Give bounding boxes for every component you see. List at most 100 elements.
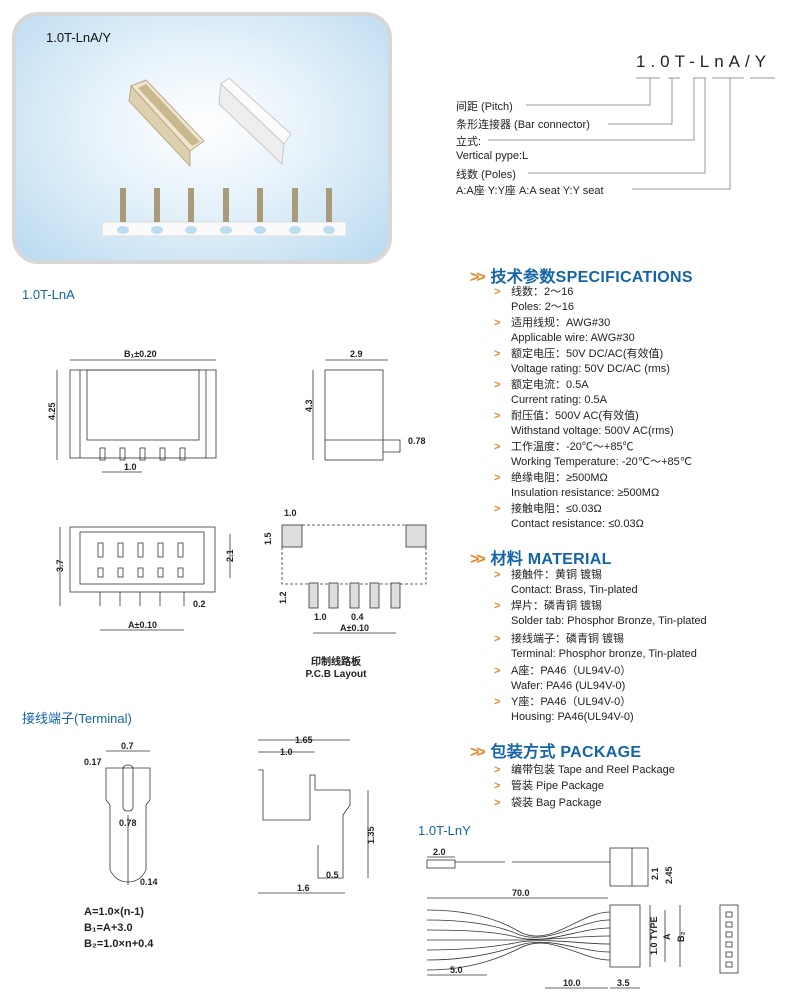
term-dim-1-65: 1.65: [295, 735, 313, 745]
lny-end-view-drawing: [719, 904, 739, 974]
spec-item: >耐压值：500V AC(有效值)Withstand voltage: 500V…: [494, 410, 674, 437]
term-dim-0-17: 0.17: [84, 757, 102, 767]
dim-b1: B₁±0.20: [124, 349, 157, 359]
front-view-drawing: [56, 359, 217, 473]
lny-dim-3-5: 3.5: [617, 978, 630, 988]
section-title-terminal: 接线端子(Terminal): [22, 711, 132, 726]
chevron-bullet-icon: >: [494, 348, 501, 360]
lny-wire-side-drawing: [426, 847, 649, 887]
formula-b1: B₁=A+3.0: [84, 922, 133, 934]
pcb-dim-1-5: 1.5: [263, 532, 273, 545]
double-chevron-icon: >>: [470, 269, 486, 286]
double-chevron-icon: >>: [470, 744, 486, 761]
dim-4-3: 4.3: [304, 399, 314, 412]
term-dim-0-7: 0.7: [121, 741, 134, 751]
lny-dim-5-0: 5.0: [450, 965, 463, 975]
terminal-strip-image: [101, 188, 347, 237]
dim-pitch: 1.0: [124, 462, 137, 472]
term-dim-0-5: 0.5: [326, 870, 339, 880]
chevron-bullet-icon: >: [494, 633, 501, 645]
legend-bar-connector: 条形连接器 (Bar connector): [456, 119, 590, 131]
housing-connector-image: [218, 77, 292, 166]
dim-2-1: 2.1: [225, 549, 235, 562]
legend-poles: 线数 (Poles): [456, 169, 516, 181]
package-list: >编带包装 Tape and Reel Package >管装 Pipe Pac…: [494, 763, 675, 811]
chevron-bullet-icon: >: [494, 410, 501, 422]
lny-dim-type: 1.0 TYPE: [649, 916, 659, 955]
section-title-lna: 1.0T-LnA: [22, 287, 75, 302]
pcb-dim-span: A±0.10: [340, 623, 369, 633]
pcb-caption-en: P.C.B Layout: [306, 669, 368, 680]
double-chevron-icon: >>: [470, 551, 486, 568]
formula-a: A=1.0×(n-1): [84, 906, 144, 918]
header-connector-image: [128, 79, 205, 168]
chevron-bullet-icon: >: [494, 379, 501, 391]
term-dim-1-0: 1.0: [280, 747, 293, 757]
chevron-bullet-icon: >: [494, 600, 501, 612]
package-heading: >> 包装方式 PACKAGE: [470, 738, 641, 762]
side-view-drawing: [312, 359, 401, 461]
material-item: >A座：PA46（UL94V-0）Wafer: PA46 (UL94V-0): [494, 665, 632, 692]
legend-vertical-type: Vertical pype:L: [456, 150, 529, 162]
pcb-dim-0-4: 0.4: [351, 612, 364, 622]
product-photo-panel: 1.0T-LnA/Y: [12, 12, 392, 264]
bottom-view-drawing: [59, 526, 231, 631]
specifications-heading-text: 技术参数SPECIFICATIONS: [490, 269, 693, 286]
lny-dim-b2: B₂: [676, 932, 686, 943]
chevron-bullet-icon: >: [494, 780, 501, 792]
specifications-heading: >> 技术参数SPECIFICATIONS: [470, 263, 693, 287]
chevron-bullet-icon: >: [494, 503, 501, 515]
term-dim-1-6: 1.6: [297, 883, 310, 893]
lny-dim-2-45: 2.45: [664, 866, 674, 884]
terminal-side-drawing: [258, 739, 369, 894]
chevron-bullet-icon: >: [494, 317, 501, 329]
dim-0-2: 0.2: [193, 599, 206, 609]
lny-dim-10: 10.0: [563, 978, 581, 988]
spec-item: >额定电压：50V DC/AC(有效值)Voltage rating: 50V …: [494, 348, 670, 375]
dim-4-25: 4.25: [47, 402, 57, 420]
material-item: >Y座：PA46（UL94V-0）Housing: PA46(UL94V-0): [494, 696, 634, 723]
dim-3-7: 3.7: [55, 559, 65, 572]
chevron-bullet-icon: >: [494, 665, 501, 677]
pcb-dim-1-2: 1.2: [278, 591, 288, 604]
material-heading: >> 材料 MATERIAL: [470, 545, 612, 569]
section-title-lny: 1.0T-LnY: [418, 823, 471, 838]
chevron-bullet-icon: >: [494, 764, 501, 776]
package-item: >管装 Pipe Package: [494, 780, 604, 792]
package-item: >袋装 Bag Package: [494, 797, 602, 809]
dim-2-9: 2.9: [350, 349, 363, 359]
chevron-bullet-icon: >: [494, 797, 501, 809]
package-item: >编带包装 Tape and Reel Package: [494, 764, 675, 776]
part-number-code: 1.0T-LnA/Y: [636, 52, 772, 71]
pcb-layout-drawing: [281, 524, 427, 634]
package-heading-text: 包装方式 PACKAGE: [490, 744, 642, 761]
term-dim-0-14: 0.14: [140, 877, 158, 887]
formula-b2: B₂=1.0×n+0.4: [84, 938, 154, 950]
terminal-front-drawing: [105, 750, 151, 885]
material-heading-text: 材料 MATERIAL: [490, 551, 612, 568]
lny-dim-a: A: [662, 933, 672, 940]
pcb-caption-cn: 印制线路板: [311, 655, 362, 668]
term-dim-0-78: 0.78: [119, 818, 137, 828]
pcb-dim-pitch: 1.0: [314, 612, 327, 622]
chevron-bullet-icon: >: [494, 569, 501, 581]
chevron-bullet-icon: >: [494, 286, 501, 298]
chevron-bullet-icon: >: [494, 696, 501, 708]
pcb-dim-1-0: 1.0: [284, 508, 297, 518]
part-code-leader-lines: [488, 77, 775, 190]
dim-a-span: A±0.10: [128, 620, 157, 630]
chevron-bullet-icon: >: [494, 441, 501, 453]
chevron-bullet-icon: >: [494, 472, 501, 484]
lny-wire-harness-drawing: [426, 897, 681, 989]
product-photo: [101, 77, 347, 237]
